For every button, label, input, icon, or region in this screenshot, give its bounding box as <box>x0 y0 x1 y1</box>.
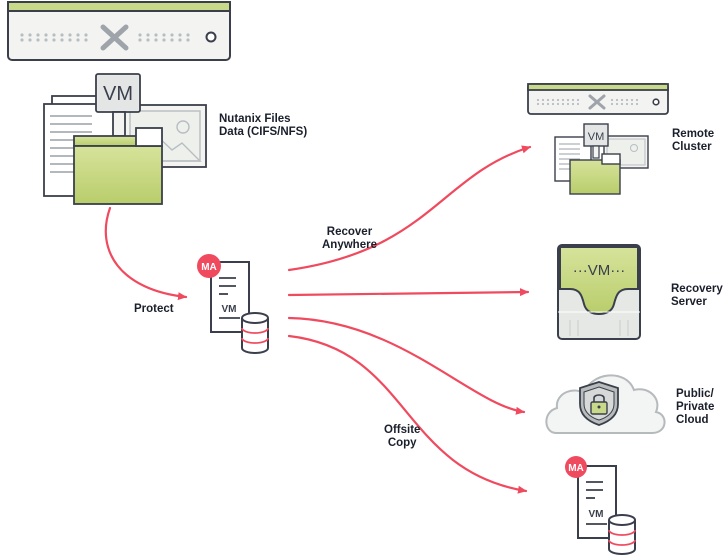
shield-lock-icon <box>579 381 619 426</box>
recovery-server-vm-badge: ···VM··· <box>573 262 625 279</box>
offsite-database-icon <box>608 514 636 555</box>
media-agent-vm-label: VM <box>222 304 237 315</box>
offsite-ma-badge: MA <box>568 463 584 474</box>
offsite-copy-arrow <box>287 334 528 494</box>
recover-to-recovery-server-arrow <box>287 288 530 297</box>
recovery-server-label: Recovery Server <box>671 283 723 308</box>
nutanix-files-label: Nutanix Files Data (CIFS/NFS) <box>219 113 308 138</box>
media-agent-badge: MA <box>201 262 217 273</box>
offsite-vm-label: VM <box>589 509 604 520</box>
recover-to-remote-cluster-arrow <box>287 145 532 272</box>
recovery-server-icon: ···VM··· <box>557 244 641 340</box>
cloud-icon <box>545 374 666 434</box>
offsite-copy-label: Offsite Copy <box>384 424 421 449</box>
nutanix-files-icon: VM <box>43 73 207 205</box>
ma-badge-icon <box>197 254 221 278</box>
recover-to-cloud-arrow <box>287 316 526 415</box>
recover-anywhere-label: Recover Anywhere <box>322 226 377 251</box>
cloud-label: Public/ Private Cloud <box>676 388 715 426</box>
protect-arrow <box>104 206 188 301</box>
remote-cluster-label: Remote Cluster <box>672 128 715 153</box>
nutanix-x-logo-icon <box>100 24 129 51</box>
database-icon <box>241 312 269 354</box>
source-vm-badge: VM <box>103 83 133 105</box>
remote-cluster-icon: VM <box>527 83 669 195</box>
offsite-media-agent-icon: VM MA <box>565 456 636 555</box>
remote-cluster-vm-badge: VM <box>588 131 605 143</box>
media-agent-icon: VM MA <box>197 254 269 354</box>
offsite-ma-badge-icon <box>565 456 587 478</box>
nutanix-server-icon <box>7 1 231 61</box>
protect-label: Protect <box>134 303 174 315</box>
